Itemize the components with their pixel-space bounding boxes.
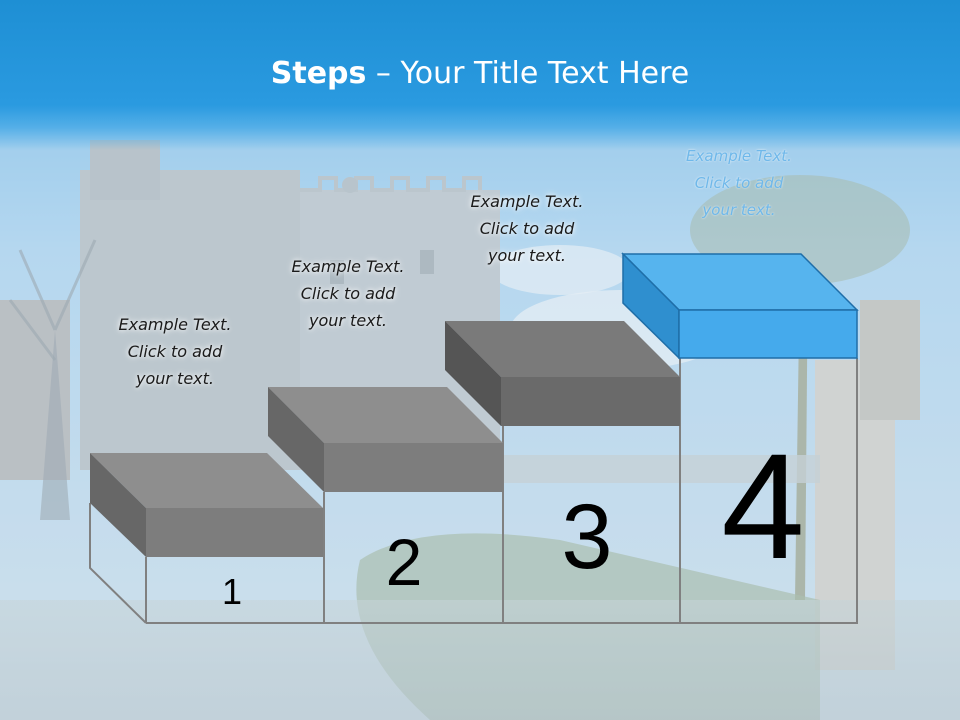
step-number-3: 3 xyxy=(561,486,612,588)
caption-line: Click to add xyxy=(300,284,396,303)
step-caption-1[interactable]: Example Text. Click to add your text. xyxy=(90,311,260,392)
caption-line: Example Text. xyxy=(118,315,232,334)
caption-line: Example Text. xyxy=(686,147,792,165)
step-number-2: 2 xyxy=(386,525,423,599)
step-block-4 xyxy=(621,252,859,360)
title-band xyxy=(0,0,960,150)
title-rest: – Your Title Text Here xyxy=(366,56,690,91)
caption-line: Click to add xyxy=(694,174,784,192)
caption-line: Click to add xyxy=(479,219,575,238)
caption-line: Example Text. xyxy=(470,192,584,211)
step-caption-2[interactable]: Example Text. Click to add your text. xyxy=(263,253,433,334)
caption-line: Click to add xyxy=(127,342,223,361)
step-block-1 xyxy=(90,453,323,557)
caption-line: your text. xyxy=(135,369,214,388)
caption-line: your text. xyxy=(308,311,387,330)
slide-title[interactable]: Steps – Your Title Text Here xyxy=(0,52,960,96)
caption-line: your text. xyxy=(702,201,776,219)
stair-left-edge xyxy=(89,503,147,624)
step-caption-4[interactable]: Example Text. Click to add your text. xyxy=(654,143,824,224)
stair-outline xyxy=(146,358,858,624)
caption-line: Example Text. xyxy=(291,257,405,276)
step-number-1: 1 xyxy=(222,571,242,612)
step-block-2 xyxy=(268,387,503,492)
title-bold: Steps xyxy=(270,56,367,91)
step-block-3 xyxy=(445,321,680,426)
caption-line: your text. xyxy=(487,246,566,265)
step-number-4: 4 xyxy=(721,422,804,590)
step-caption-3[interactable]: Example Text. Click to add your text. xyxy=(442,188,612,269)
